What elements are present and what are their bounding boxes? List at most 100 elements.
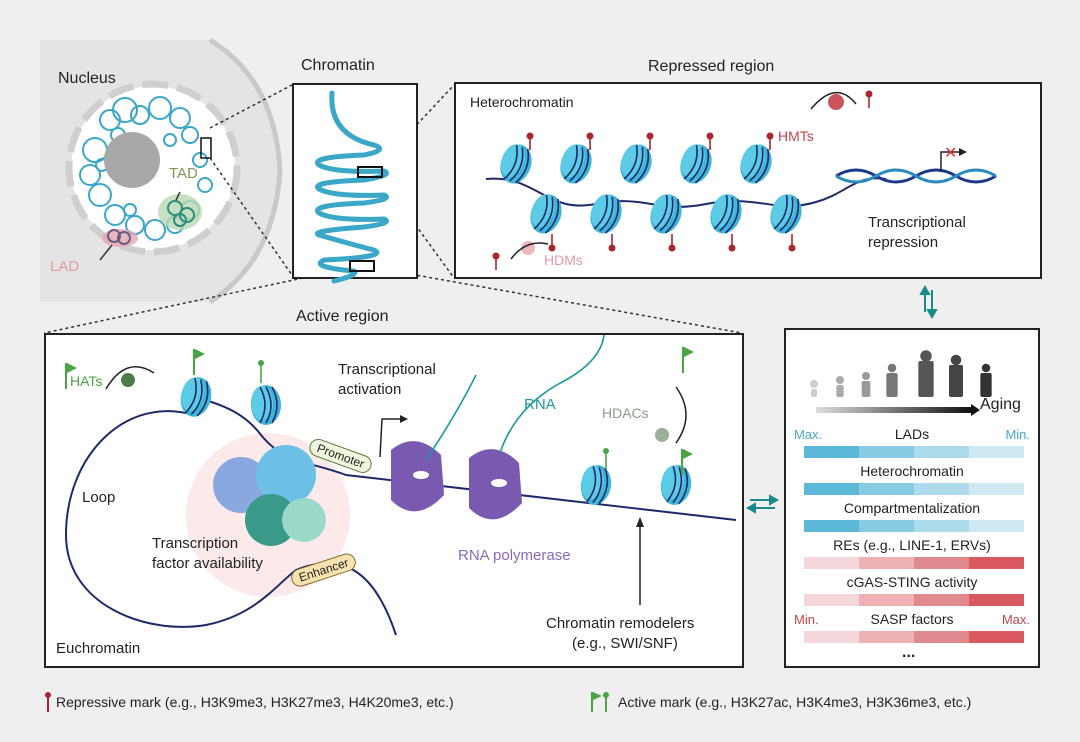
heterochromatin-label: Heterochromatin: [470, 94, 574, 110]
bar-segment: [804, 483, 859, 495]
aging-arrow-bar: [816, 407, 971, 413]
red-bar-0-label: REs (e.g., LINE-1, ERVs): [833, 537, 991, 553]
aging-stages: [810, 350, 992, 416]
nucleosome-icon: [180, 377, 212, 417]
repressive-mark-icon: [668, 234, 676, 252]
blue-bar-2-gradient-bar: [804, 520, 1024, 532]
hdacs-label: HDACs: [602, 405, 649, 421]
hdms-label: HDMs: [544, 252, 583, 268]
repressed-box: ✕ Heterochromatin HMTs HDMs Transcriptio…: [454, 82, 1042, 279]
bar-segment: [804, 631, 859, 643]
active-flag-icon: [65, 363, 77, 389]
hat-arrow-icon: [105, 366, 155, 390]
red-bar-2-min-max-left: Min.: [794, 612, 819, 627]
chromatin-fiber: [315, 90, 389, 284]
bar-segment: [859, 557, 914, 569]
rna-label: RNA: [524, 396, 556, 413]
bar-segment: [804, 446, 859, 458]
repressive-mark-icon: [608, 234, 616, 252]
repressed-title: Repressed region: [648, 58, 775, 75]
transcription-factor-complex: [213, 445, 326, 546]
repressive-mark-icon: [788, 234, 796, 252]
rna-strand: [499, 334, 605, 454]
nucleosome-icon: [770, 194, 802, 234]
bar-segment: [804, 557, 859, 569]
toddler-icon: [861, 372, 871, 397]
legend-active: Active mark (e.g., H3K27ac, H3K4me3, H3K…: [618, 694, 972, 710]
fetus-icon: [810, 380, 818, 397]
blue-bar-0-gradient-bar: [804, 446, 1024, 458]
activation-label-1: Transcriptional: [338, 361, 436, 378]
bar-segment: [804, 594, 859, 606]
elder-walker-icon: [980, 363, 992, 397]
remodeler-arrowhead-icon: [636, 517, 644, 527]
bar-segment: [859, 446, 914, 458]
active-box: HATs Transcriptional activation RNA HDAC…: [44, 333, 744, 668]
rna-polymerase-icon: [391, 441, 444, 512]
nucleosome-icon: [251, 385, 281, 425]
bar-segment: [914, 557, 969, 569]
aging-label: Aging: [980, 396, 1021, 413]
nucleosome-icon: [710, 194, 742, 234]
nucleus-panel: Nucleus TAD LAD: [40, 37, 300, 305]
tss-arrow-icon: [940, 151, 961, 172]
bar-segment: [969, 631, 1024, 643]
active-flag-icon: [682, 347, 694, 373]
nucleosome-icon: [500, 144, 532, 184]
hdm-arrow-icon: [510, 242, 549, 260]
nucleus-title: Nucleus: [58, 70, 116, 87]
bar-segment: [859, 483, 914, 495]
blocked-x-icon: ✕: [944, 145, 957, 162]
repressive-mark-icon: [548, 234, 556, 252]
bar-segment: [969, 557, 1024, 569]
tss-arrow-icon: [379, 418, 402, 458]
tad-label: TAD: [169, 165, 198, 182]
repressive-mark-icon: [728, 234, 736, 252]
bar-segment: [969, 483, 1024, 495]
repressive-mark-icon: [646, 132, 654, 150]
hats-label: HATs: [70, 373, 103, 389]
hmt-arrow-icon: [810, 92, 857, 110]
blue-bar-0-label: LADs: [894, 426, 930, 442]
hmt-enzyme-icon: [828, 94, 844, 110]
bar-segment: [969, 446, 1024, 458]
bar-segment: [914, 594, 969, 606]
dna-strand: [193, 396, 737, 521]
red-bar-2-label: SASP factors: [870, 611, 954, 627]
rna-strand: [425, 374, 477, 461]
repressive-mark-icon: [586, 132, 594, 150]
bar-segment: [914, 446, 969, 458]
blue-bar-0-min-max-right: Min.: [1005, 427, 1030, 442]
tf-label-1: Transcription: [152, 535, 239, 552]
tf-label-2: factor availability: [152, 555, 263, 572]
repressive-mark-icon: [45, 692, 51, 712]
nucleosome-icon: [580, 465, 612, 505]
bar-segment: [859, 631, 914, 643]
bar-segment: [969, 520, 1024, 532]
loop-label: Loop: [82, 489, 116, 506]
remodelers-label-2: (e.g., SWI/SNF): [572, 635, 678, 652]
euchromatin-label: Euchromatin: [56, 640, 141, 657]
elder-icon: [949, 354, 963, 397]
nucleosome-icon: [620, 144, 652, 184]
nucleosome-icon: [680, 144, 712, 184]
repressive-mark-icon: [865, 90, 873, 108]
nucleosome-icon: [740, 144, 772, 184]
repressive-mark-icon: [766, 132, 774, 150]
active-mark-icon: [591, 692, 609, 712]
red-bar-0-gradient-bar: [804, 557, 1024, 569]
hdac-arrow-icon: [675, 386, 687, 444]
legend-repressive: Repressive mark (e.g., H3K9me3, H3K27me3…: [56, 694, 454, 710]
remodelers-label-1: Chromatin remodelers: [546, 615, 695, 632]
bar-segment: [914, 631, 969, 643]
nucleosome-icon: [650, 194, 682, 234]
lad-label: LAD: [50, 258, 80, 275]
repression-label-1: Transcriptional: [868, 214, 966, 231]
bar-segment: [914, 483, 969, 495]
active-mark-dot: [258, 360, 264, 366]
red-bar-1-label: cGAS-STING activity: [846, 574, 978, 590]
heterochromatin-drawing: ✕: [485, 90, 997, 270]
bar-segment: [859, 594, 914, 606]
nucleosome-icon: [660, 465, 692, 505]
